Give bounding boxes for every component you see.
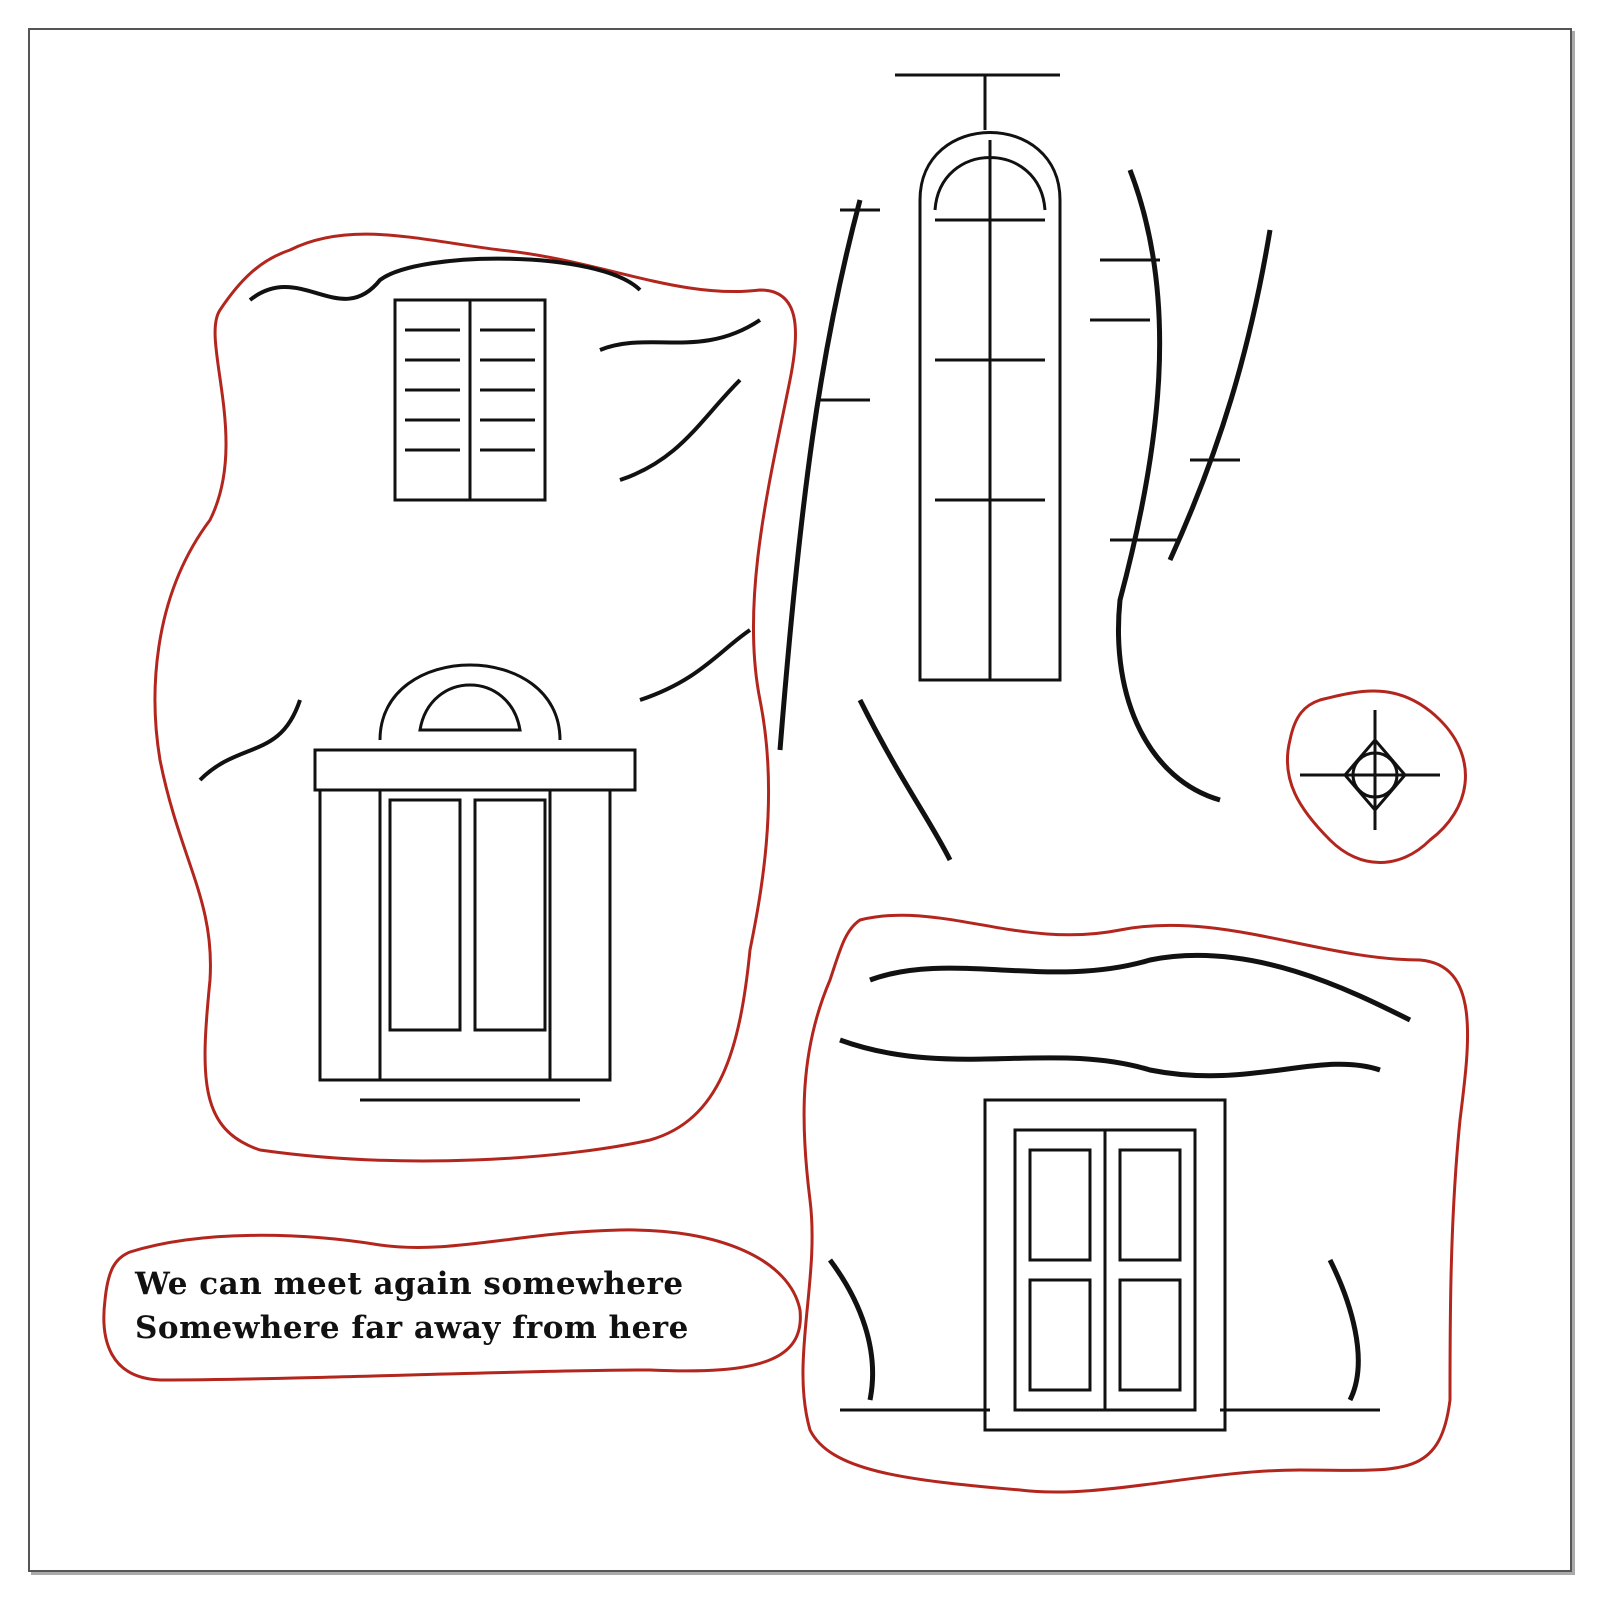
quote-line-1: We can meet again somewhere [135,1266,684,1302]
sheet-frame [28,28,1572,1572]
quote-line-2: Somewhere far away from here [135,1310,689,1346]
cut-outline-compass [1285,689,1467,864]
doorway-with-ivy [827,952,1412,1432]
arched-window-with-vines [777,73,1273,862]
compass-ornament [1300,710,1440,830]
old-door-with-shuttered-window [198,256,762,1102]
cut-outline-door-window [153,232,798,1163]
cut-outline-doorway [801,913,1470,1494]
cut-outline-quote [102,1228,802,1382]
quote-stamp: We can meet again somewhere Somewhere fa… [135,1262,785,1350]
